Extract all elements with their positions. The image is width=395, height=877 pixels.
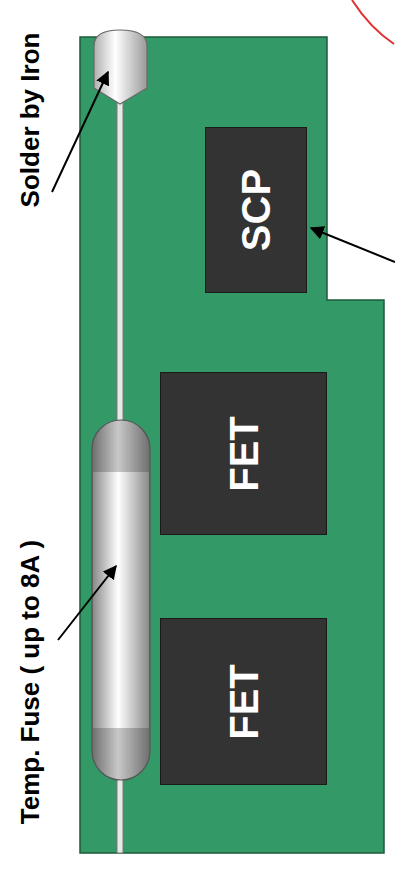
chip-label: SCP bbox=[236, 169, 276, 251]
leader-arrow bbox=[311, 228, 395, 262]
pcb-board bbox=[80, 37, 384, 853]
thermal-fuse bbox=[92, 420, 150, 780]
leader-arrow bbox=[52, 72, 108, 192]
chip-box: FET bbox=[160, 372, 327, 535]
fuse-body bbox=[93, 472, 149, 728]
red-mark bbox=[352, 0, 394, 44]
solder-joint bbox=[94, 30, 147, 104]
part-label: Solder by Iron bbox=[17, 33, 43, 208]
chip-box: SCP bbox=[205, 127, 307, 293]
chip-label: FET bbox=[224, 416, 264, 492]
chip-label: FET bbox=[224, 664, 264, 740]
leader-arrow bbox=[58, 566, 116, 640]
chip-box: FET bbox=[160, 618, 327, 785]
part-label: Temp. Fuse ( up to 8A ) bbox=[17, 540, 43, 825]
